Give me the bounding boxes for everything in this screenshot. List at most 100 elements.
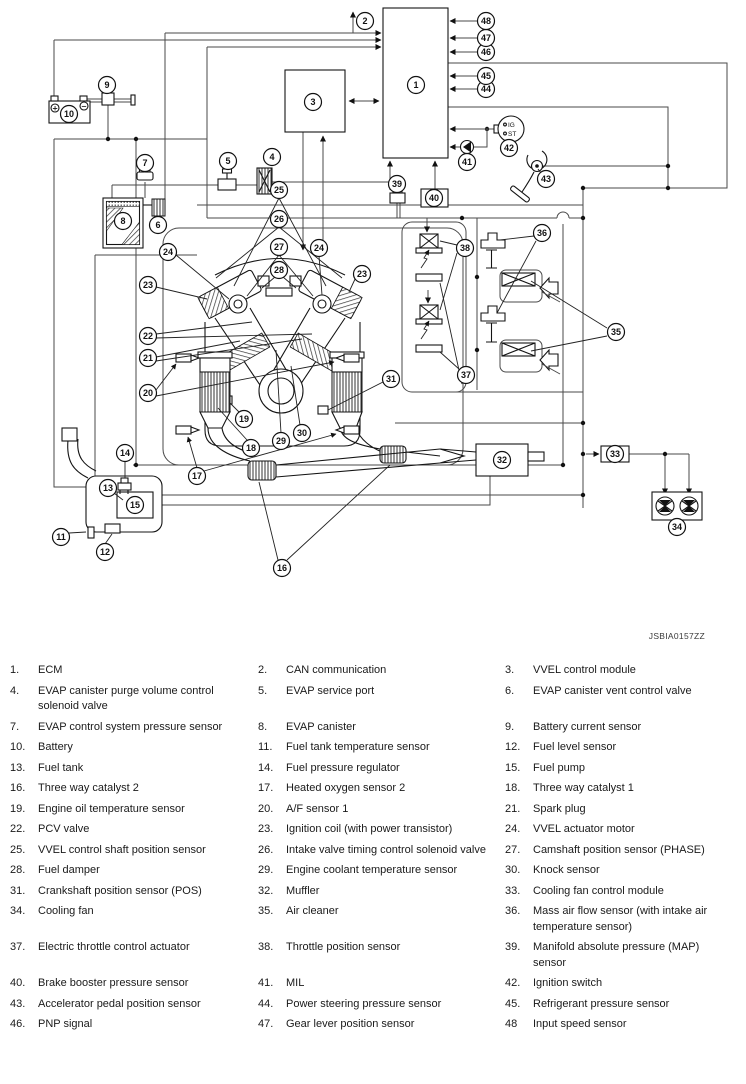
legend-item-3: 3.VVEL control module <box>505 663 740 679</box>
callout-26: 26 <box>269 209 289 229</box>
callout-13: 13 <box>98 478 118 498</box>
battery-current-sensor <box>101 92 115 106</box>
callout-11: 11 <box>51 527 71 547</box>
legend-item-19: 19.Engine oil temperature sensor <box>10 802 258 818</box>
legend-item-label: Camshaft position sensor (PHASE) <box>533 843 705 856</box>
electric-throttle-assembly <box>401 218 467 393</box>
legend-item-number: 24. <box>505 823 521 835</box>
legend-item-label: EVAP control system pressure sensor <box>38 720 223 733</box>
legend-item-number: 36. <box>505 905 521 917</box>
legend-item-number: 6. <box>505 684 515 697</box>
legend-item-28: 28.Fuel damper <box>10 863 258 879</box>
legend-item-number: 19. <box>10 802 26 815</box>
legend-item-number: 41. <box>258 977 274 989</box>
legend-item-label: Electric throttle control actuator <box>38 941 190 953</box>
battery-plus-symbol: + <box>52 105 58 113</box>
legend-item-label: MIL <box>286 977 305 989</box>
callout-45: 45 <box>476 66 496 86</box>
callout-23: 23 <box>138 275 158 295</box>
legend-item-label: CAN communication <box>286 664 387 676</box>
svg-text:3: 3 <box>310 97 315 107</box>
legend-item-label: Fuel tank <box>38 761 84 774</box>
accelerator-pedal <box>510 150 548 203</box>
callout-3: 3 <box>303 92 323 112</box>
legend-item-number: 34. <box>10 905 26 917</box>
fuel-tank-temp-sensor <box>87 526 95 539</box>
legend-item-number: 30. <box>505 864 521 876</box>
legend-item-label: Heated oxygen sensor 2 <box>286 782 406 794</box>
legend-item-label: Ignition coil (with power transistor) <box>286 823 453 835</box>
legend-item-label: Brake booster pressure sensor <box>38 977 189 989</box>
three-way-catalyst-1-right <box>329 351 383 453</box>
callout-24: 24 <box>309 238 329 258</box>
callout-9: 9 <box>97 75 117 95</box>
legend-item-4: 4.EVAP canister purge volume control sol… <box>10 684 258 715</box>
crankshaft-position-sensor <box>317 405 329 415</box>
svg-text:45: 45 <box>481 71 491 81</box>
legend-item-number: 31. <box>10 884 26 897</box>
legend-item-number: 47. <box>258 1018 274 1030</box>
legend-item-label: Cooling fan control module <box>533 884 664 897</box>
legend-item-40: 40.Brake booster pressure sensor <box>10 976 258 992</box>
legend-item-number: 39. <box>505 941 521 953</box>
svg-text:15: 15 <box>130 500 140 510</box>
legend-item-number: 27. <box>505 843 521 856</box>
air-cleaner-upper <box>499 269 561 303</box>
fuel-pressure-regulator <box>117 477 132 494</box>
legend-item-18: 18.Three way catalyst 1 <box>505 781 740 797</box>
callout-14: 14 <box>115 443 135 463</box>
svg-text:35: 35 <box>611 327 621 337</box>
callout-12: 12 <box>95 542 115 562</box>
legend-item-37: 37.Electric throttle control actuator <box>10 940 258 971</box>
legend-item-24: 24. VVEL actuator motor <box>505 822 740 838</box>
legend-item-42: 42.Ignition switch <box>505 976 740 992</box>
callout-layer: 1234567891011121314151617181920212223232… <box>51 11 687 578</box>
legend-item-label: Fuel pressure regulator <box>286 761 400 774</box>
callout-41: 41 <box>457 152 477 172</box>
svg-text:39: 39 <box>392 179 402 189</box>
legend-item-label: EVAP canister vent control valve <box>533 684 692 697</box>
legend-item-number: 45. <box>505 997 521 1010</box>
legend-item-number: 22. <box>10 823 26 835</box>
legend-item-25: 25.VVEL control shaft position sensor <box>10 843 258 859</box>
callout-23: 23 <box>352 264 372 284</box>
legend-item-label: VVEL control module <box>533 664 636 676</box>
legend-item-29: 29.Engine coolant temperature sensor <box>258 863 505 879</box>
evap-purge-valve <box>256 167 273 195</box>
legend-item-label: VVEL actuator motor <box>533 823 635 835</box>
svg-text:36: 36 <box>537 228 547 238</box>
svg-text:13: 13 <box>103 483 113 493</box>
svg-text:30: 30 <box>297 428 307 438</box>
legend-item-label: EVAP canister <box>286 720 356 733</box>
legend-item-17: 17.Heated oxygen sensor 2 <box>258 781 505 797</box>
svg-text:34: 34 <box>672 522 682 532</box>
legend-item-26: 26.Intake valve timing control solenoid … <box>258 843 505 859</box>
callout-47: 47 <box>476 28 496 48</box>
exhaust-y-pipe <box>275 448 477 478</box>
svg-text:22: 22 <box>143 331 153 341</box>
svg-text:40: 40 <box>429 193 439 203</box>
legend-item-22: 22.PCV valve <box>10 822 258 838</box>
legend-item-label: EVAP service port <box>286 684 375 697</box>
ignition-switch-ig-label: IG <box>508 122 515 129</box>
mil-icon <box>449 129 488 155</box>
component-location-diagram: + − <box>48 7 728 578</box>
svg-text:10: 10 <box>64 109 74 119</box>
heated-oxygen-sensor-2-left <box>175 425 201 435</box>
legend-item-number: 14. <box>258 761 274 774</box>
legend-item-number: 10. <box>10 741 26 753</box>
svg-text:44: 44 <box>481 84 491 94</box>
callout-20: 20 <box>138 383 158 403</box>
legend-item-6: 6. EVAP canister vent control valve <box>505 684 740 715</box>
legend-item-36: 36.Mass air flow sensor (with intake air… <box>505 904 740 935</box>
legend-item-20: 20.A/F sensor 1 <box>258 802 505 818</box>
legend-item-number: 2. <box>258 664 268 676</box>
legend-item-33: 33.Cooling fan control module <box>505 884 740 900</box>
legend-item-number: 35. <box>258 905 274 917</box>
three-way-catalyst-1-left <box>197 351 253 462</box>
callout-6: 6 <box>148 215 168 235</box>
svg-text:37: 37 <box>461 370 471 380</box>
battery-minus-symbol: − <box>81 103 87 111</box>
